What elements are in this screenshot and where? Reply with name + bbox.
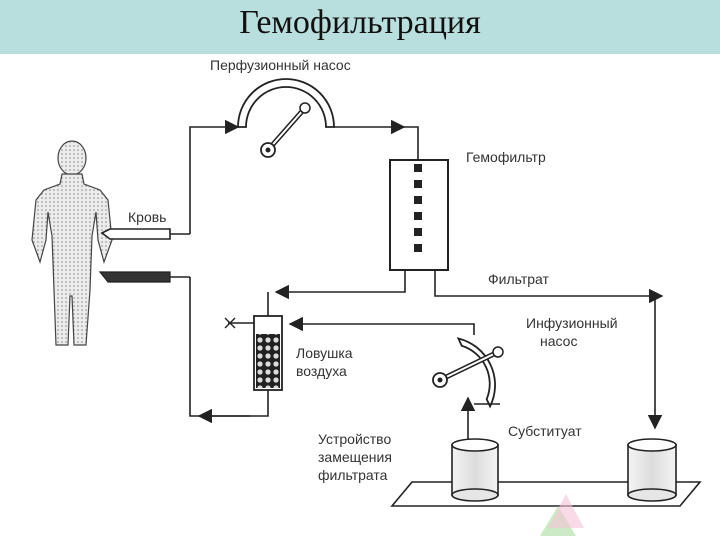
arterial-line	[189, 119, 240, 234]
infusion-pump-label-2: насос	[540, 333, 577, 349]
blood-label: Кровь	[128, 209, 166, 225]
infusion-pump-label-1: Инфузионный	[526, 315, 618, 331]
replacement-label-2: замещения	[318, 449, 392, 465]
air-trap	[224, 315, 283, 391]
perfusion-pump-label: Перфузионный насос	[210, 57, 351, 73]
hemofilter	[389, 159, 449, 271]
substitute-jar	[451, 438, 499, 502]
filtrate-jar	[627, 438, 677, 502]
filtrate-line	[434, 270, 664, 304]
filtrate-label: Фильтрат	[488, 271, 550, 287]
substitute-line	[288, 316, 475, 335]
air-trap-label-2: воздуха	[296, 363, 347, 379]
perfusion-pump	[237, 78, 335, 158]
title-bar	[0, 0, 720, 54]
catheter-arterial	[100, 228, 190, 240]
catheter-venous	[98, 271, 190, 283]
filter-to-trap-line	[274, 270, 406, 300]
patient-figure	[31, 140, 113, 346]
replacement-label-3: фильтрата	[318, 467, 388, 483]
air-trap-label-1: Ловушка	[296, 345, 353, 361]
replacement-label-1: Устройство	[318, 431, 391, 447]
decorative-triangles	[540, 494, 584, 536]
page-title: Гемофильтрация	[239, 4, 481, 41]
substitute-label: Субституат	[508, 423, 582, 439]
infusion-pump	[432, 337, 504, 409]
hemofilter-label: Гемофильтр	[466, 149, 546, 165]
